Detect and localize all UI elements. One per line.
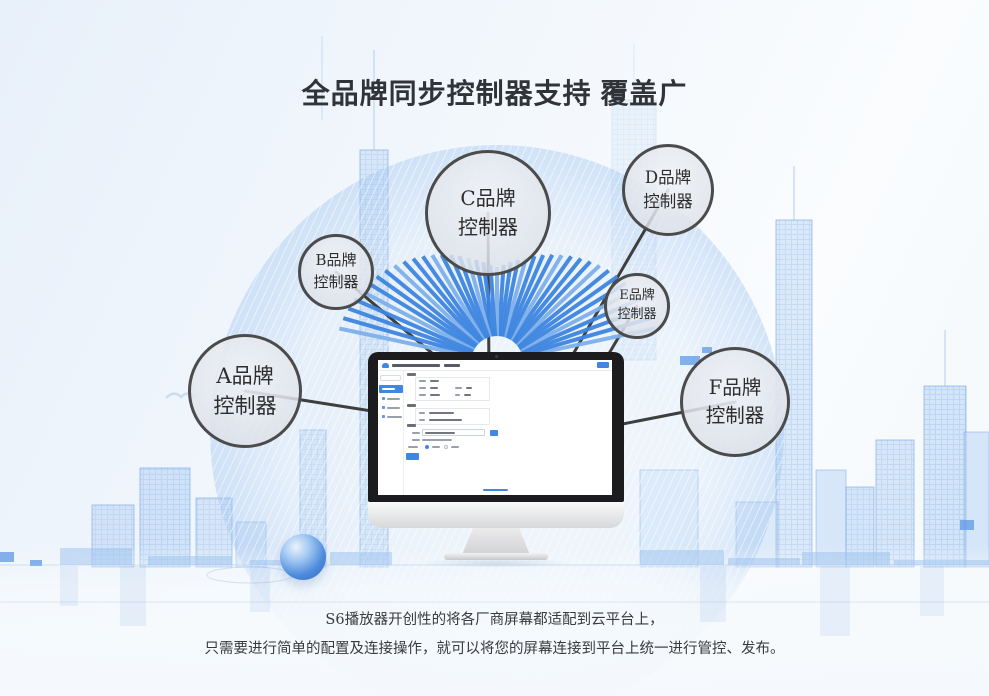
mini-page-title-bar [444,364,460,367]
mini-field-label [419,380,426,382]
monitor-camera-dot [495,355,498,358]
mini-field-label [412,432,420,434]
mini-field-label [419,387,426,389]
brand-label-line2: 控制器 [617,307,657,322]
bottom-fade [0,545,989,696]
monitor-chin [368,502,624,528]
mini-field-value [430,380,439,382]
mini-nav-button [597,362,609,368]
page-title: 全品牌同步控制器支持 覆盖广 [301,78,688,109]
mini-field-value [464,394,471,396]
mini-menu-text-bar [387,406,400,409]
brand-circle-e: E品牌 控制器 [604,273,670,339]
description-line-2: 只需要进行简单的配置及连接操作，就可以将您的屏幕连接到平台上统一进行管控、发布。 [204,641,785,657]
page-description: S6播放器开创性的将各厂商屏幕都适配到云平台上， 只需要进行简单的配置及连接操作… [0,606,989,664]
blue-sphere-decoration [280,534,326,580]
mini-field-value [466,387,472,389]
brand-label-line2: 控制器 [458,215,518,239]
mini-navbar [378,360,612,371]
mini-field-label [408,446,418,448]
brand-label-line1: A品牌 [216,363,274,388]
monitor-stand-neck [462,528,530,555]
mini-menu-text-bar [387,415,402,418]
brand-circle-a: A品牌 控制器 [188,334,302,448]
brand-circle-f: F品牌 控制器 [680,347,790,457]
mini-section-label [407,404,416,407]
brand-circle-c: C品牌 控制器 [425,150,551,276]
mini-app-title-bar [392,364,440,367]
brand-label-line1: B品牌 [315,251,357,270]
mini-section-label [407,424,416,427]
mini-field-value [422,439,452,441]
monitor-screen [378,360,612,495]
mini-radio-selected [425,445,429,449]
mini-field-label [419,419,425,421]
mini-field-value [429,412,454,414]
mini-section-label [407,373,416,376]
monitor-shadow [420,558,572,568]
mini-field-label [455,394,460,396]
brand-label-line1: E品牌 [619,288,655,304]
brand-label-line1: F品牌 [708,375,762,399]
mini-input-value [425,431,455,434]
mini-radio-label [432,446,440,448]
mini-cloud-logo-icon [382,363,389,368]
mini-menu-icon [382,397,385,400]
mini-menu-text-bar [387,397,400,400]
mini-radio-label [451,446,459,448]
brand-label-line2: 控制器 [643,192,693,211]
mini-form-box [415,408,490,425]
brand-label-line1: D品牌 [644,168,692,188]
mini-field-label [412,439,420,441]
mini-form-box [415,377,490,401]
mini-menu-icon [382,415,385,418]
mini-field-label [419,412,425,414]
mini-footer-link-bar [483,489,508,491]
brand-label-line2: 控制器 [313,273,359,291]
description-line-1: S6播放器开创性的将各厂商屏幕都适配到云平台上， [325,612,664,628]
mini-active-item-text-bar [382,388,395,390]
mini-inline-button [490,429,498,436]
brand-circle-d: D品牌 控制器 [622,144,714,236]
mini-radio-unselected [444,445,448,449]
mini-field-value [430,387,438,389]
brand-circle-b: B品牌 控制器 [298,234,374,310]
mini-field-value [430,394,440,396]
mini-field-label [419,394,426,396]
brand-label-line1: C品牌 [460,186,516,210]
mini-search-input [380,375,401,381]
mini-primary-button [406,453,419,460]
mini-menu-icon [382,406,385,409]
brand-label-line2: 控制器 [213,394,277,418]
mini-field-value [429,419,462,421]
monitor-stand-base [444,553,548,560]
mini-field-label [455,387,462,389]
brand-label-line2: 控制器 [705,404,765,427]
